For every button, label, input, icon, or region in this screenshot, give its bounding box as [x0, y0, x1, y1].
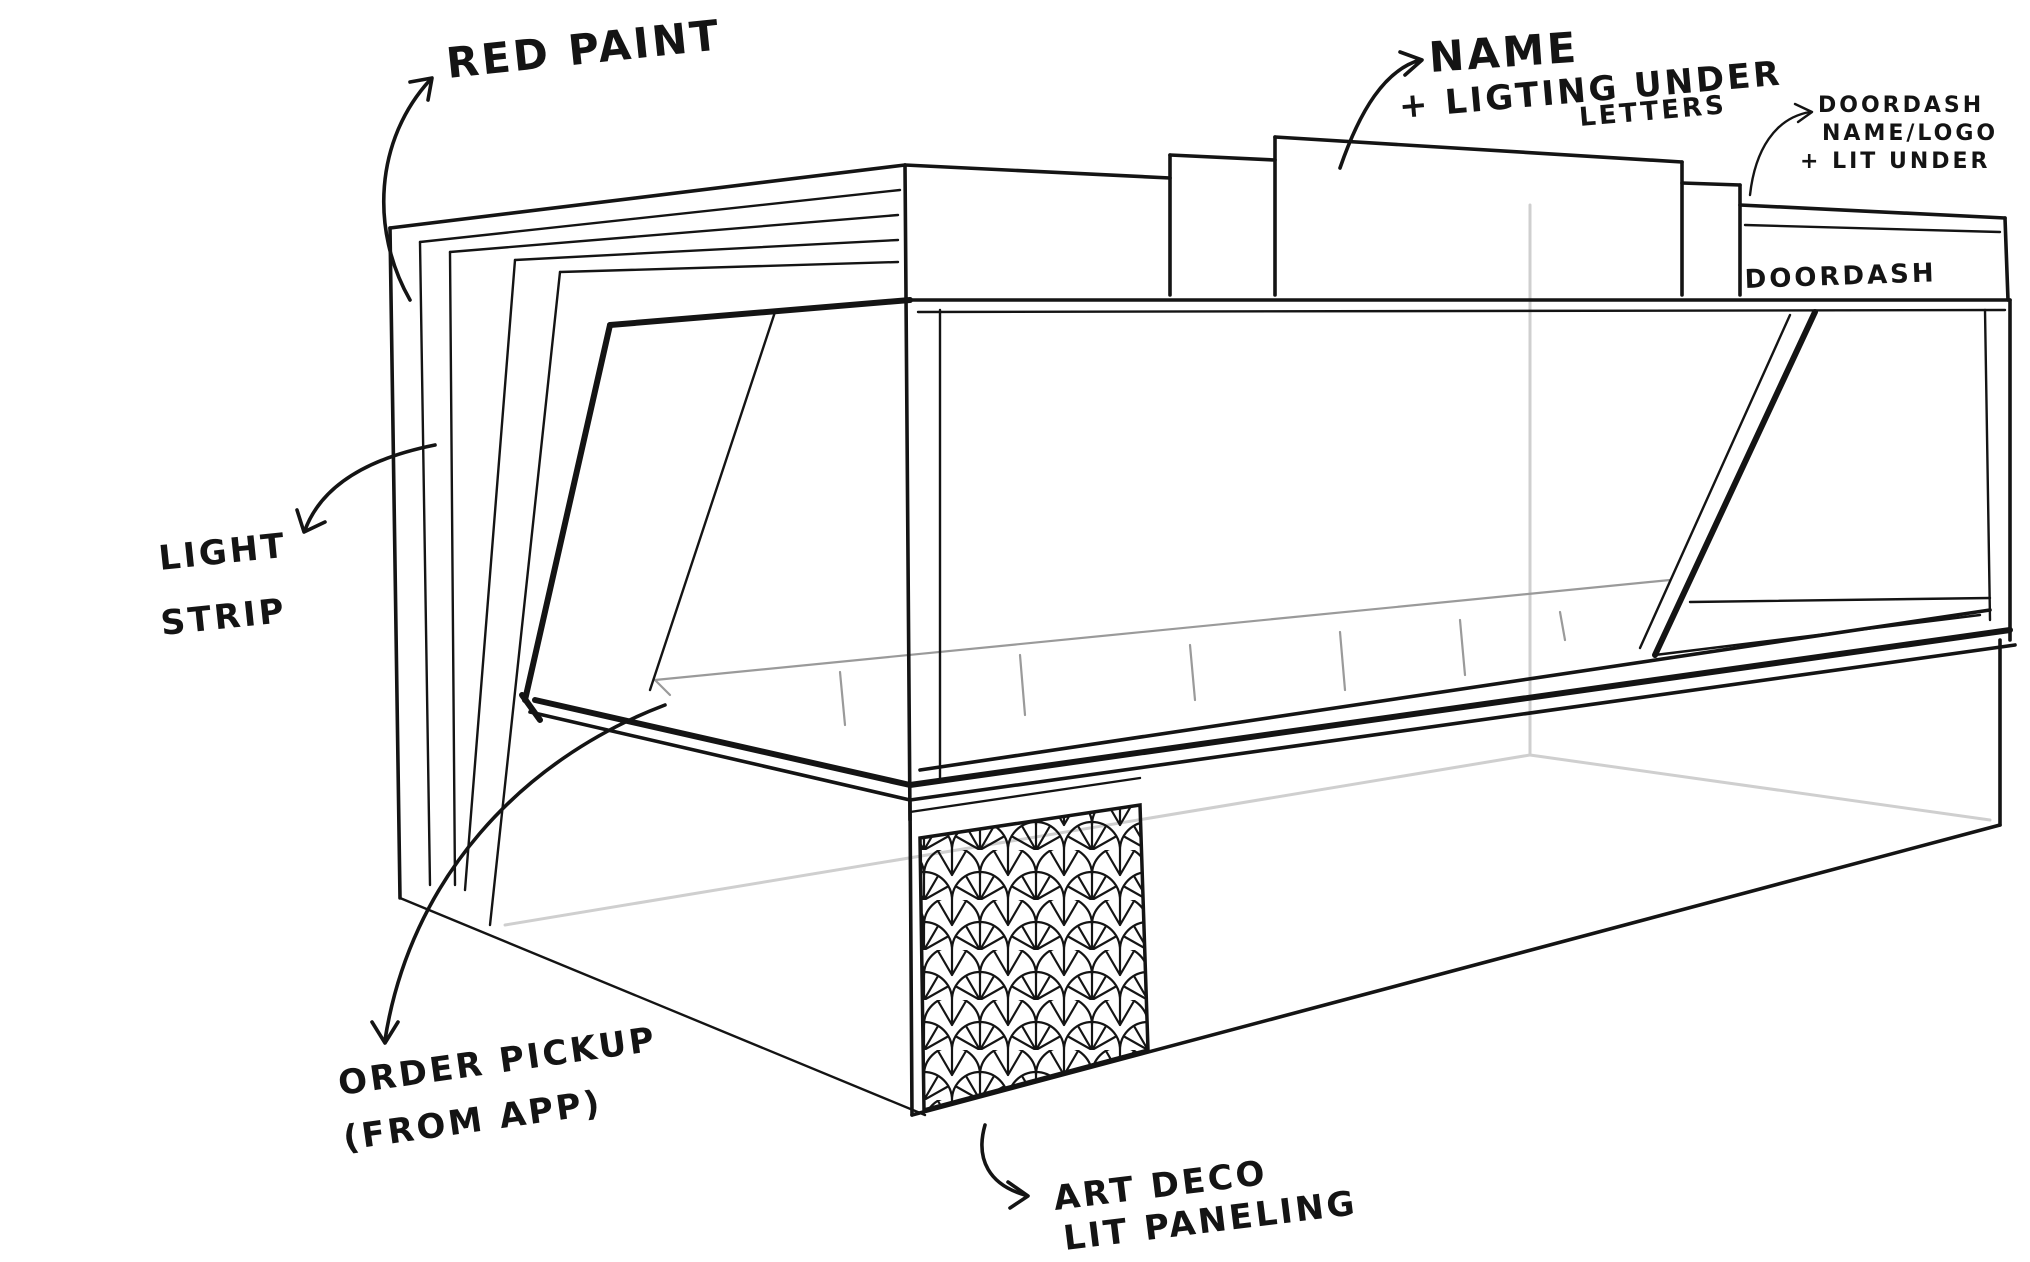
left-wall	[388, 163, 927, 1117]
construction-lines	[503, 203, 1992, 927]
light-strip-frame	[522, 297, 913, 703]
red-paint-label: RED PAINT	[444, 10, 724, 88]
doordash-sign-text: DOORDASH	[1744, 258, 1937, 295]
name-arrow-icon	[1338, 50, 1424, 170]
top-sign	[903, 135, 2010, 302]
display-case	[519, 163, 2017, 1117]
name-label-line1: NAME	[1427, 23, 1580, 82]
order-pickup-arrow-icon	[370, 703, 667, 1045]
art-deco-arrow-icon	[980, 1123, 1030, 1210]
doordash-label-line1: DOORDASH	[1818, 93, 1984, 118]
doordash-label-line2: NAME/LOGO	[1822, 121, 1998, 146]
doordash-label-line3: + LIT UNDER	[1800, 149, 1990, 174]
order-pickup-label-line1: ORDER PICKUP	[336, 1020, 660, 1104]
doordash-arrow-icon	[1748, 102, 1814, 197]
art-deco-panel	[918, 802, 1150, 1113]
light-strip-label-line1: LIGHT	[157, 526, 289, 579]
annotation-arrows	[295, 50, 1814, 1210]
light-strip-arrow-icon	[295, 443, 437, 534]
red-paint-arrow-icon	[381, 76, 434, 302]
light-strip-label-line2: STRIP	[159, 591, 289, 644]
